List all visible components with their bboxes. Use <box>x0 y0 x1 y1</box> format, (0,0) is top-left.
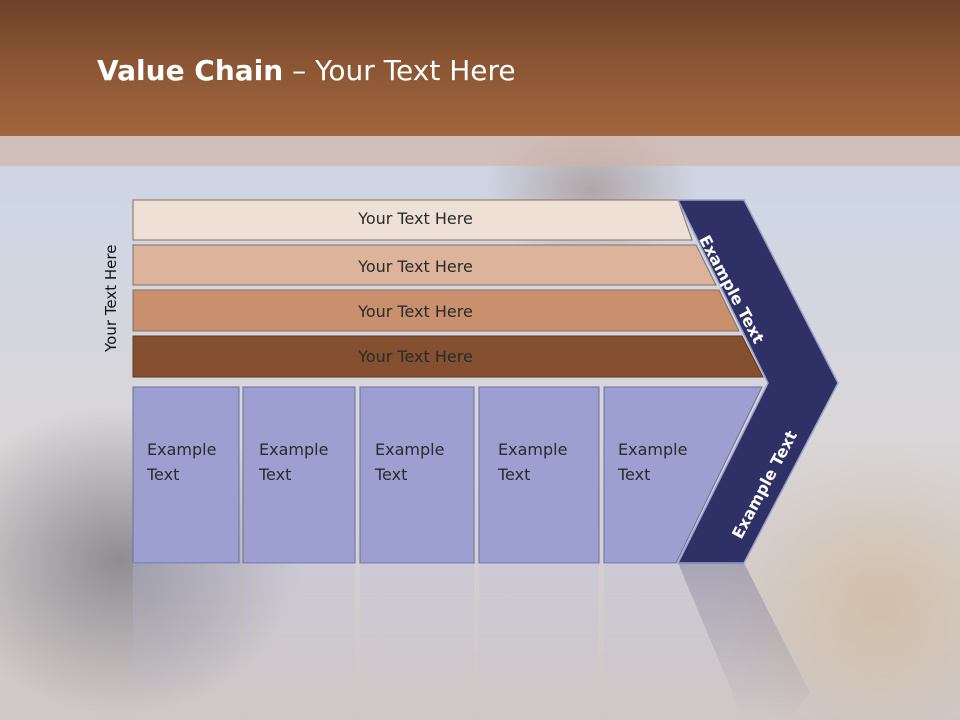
row-label-2: Your Text Here <box>358 257 473 276</box>
row-shape-4[interactable] <box>132 335 764 378</box>
column-label-3-line1: Example <box>375 440 445 459</box>
column-label-1-line1: Example <box>147 440 217 459</box>
title-bold: Value Chain <box>97 54 284 87</box>
header-band <box>0 0 960 136</box>
column-label-5-line2: Text <box>618 465 651 484</box>
column-label-4-line1: Example <box>498 440 568 459</box>
column-label-2-line2: Text <box>259 465 292 484</box>
slide-title: Value Chain – Your Text Here <box>97 54 516 87</box>
column-shape-1[interactable] <box>132 386 240 564</box>
column-label-5-line1: Example <box>618 440 688 459</box>
column-shape-5[interactable] <box>603 386 763 564</box>
column-label-1-line2: Text <box>147 465 180 484</box>
column-label-3-line2: Text <box>375 465 408 484</box>
row-shape-1[interactable] <box>132 199 693 241</box>
row-label-3: Your Text Here <box>358 302 473 321</box>
row-label-4: Your Text Here <box>358 347 473 366</box>
column-shape-3[interactable] <box>359 386 475 564</box>
column-shape-2[interactable] <box>242 386 356 564</box>
row-shape-3[interactable] <box>132 289 740 332</box>
chevron-arrow[interactable] <box>676 199 839 564</box>
row-shape-2[interactable] <box>132 244 717 286</box>
column-label-4-line2: Text <box>498 465 531 484</box>
column-label-2-line1: Example <box>259 440 329 459</box>
title-rest: – Your Text Here <box>283 54 516 87</box>
column-shape-4[interactable] <box>478 386 600 564</box>
row-label-1: Your Text Here <box>358 209 473 228</box>
header-stripe <box>0 136 960 166</box>
